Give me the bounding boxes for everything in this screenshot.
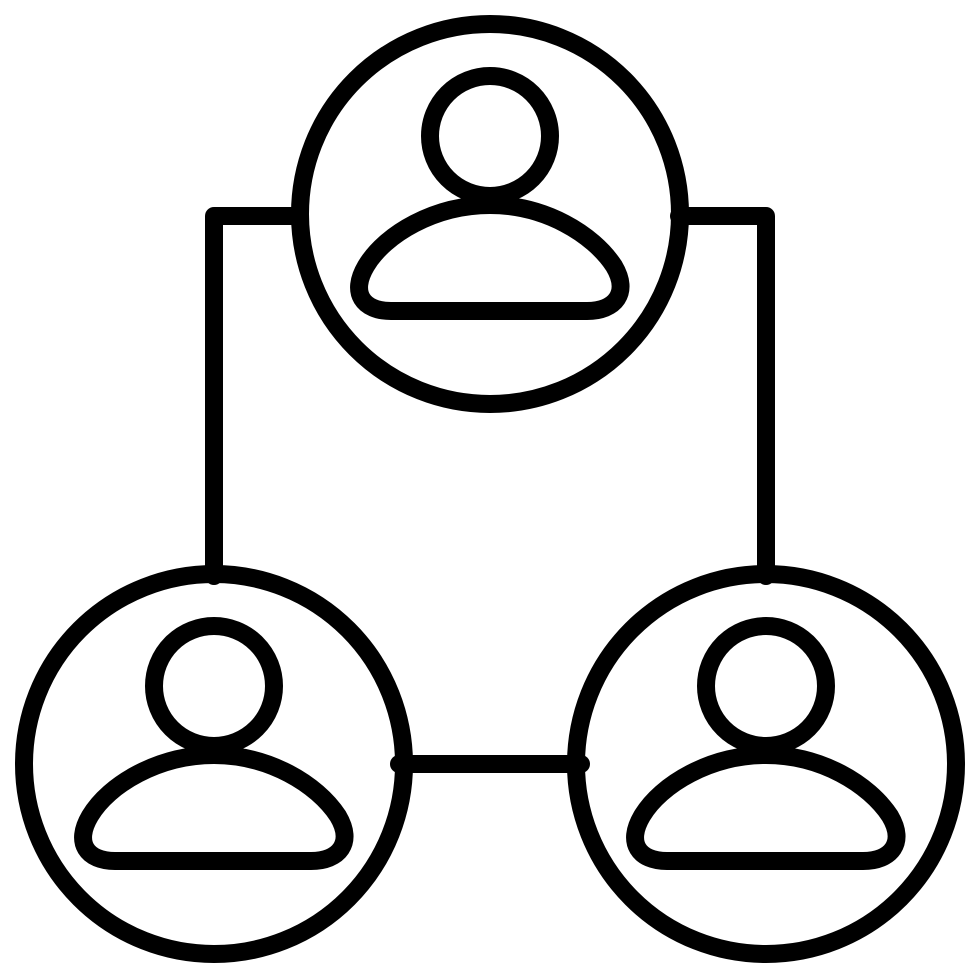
connector-lines <box>205 207 775 773</box>
top-left-connector <box>205 207 308 585</box>
bottom-right-user-circle <box>567 565 965 963</box>
bottom-left-user-node <box>15 565 413 963</box>
bottom-left-user-body-icon <box>74 746 354 870</box>
bottom-left-user-head-icon <box>145 617 283 755</box>
top-right-connector <box>670 207 775 585</box>
bottom-right-user-body-icon <box>626 746 906 870</box>
bottom-left-user-circle <box>15 565 413 963</box>
top-user-node <box>291 15 689 413</box>
bottom-right-user-head-icon <box>697 617 835 755</box>
top-user-circle <box>291 15 689 413</box>
top-user-head-icon <box>421 67 559 205</box>
top-user-body-icon <box>350 196 630 320</box>
bottom-right-user-node <box>567 565 965 963</box>
